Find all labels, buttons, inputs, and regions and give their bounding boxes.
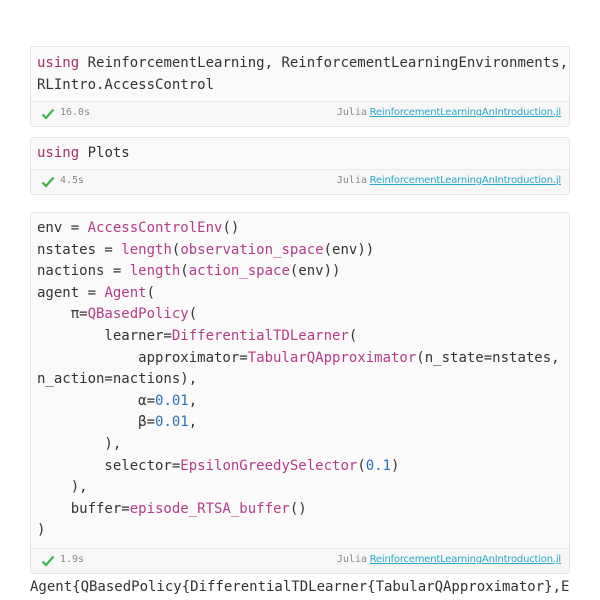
checkmark-icon xyxy=(41,176,55,188)
checkmark-icon xyxy=(41,108,55,120)
cell-footer: 1.9s Julia ReinforcementLearningAnIntrod… xyxy=(31,547,569,573)
cell-footer: 4.5s Julia ReinforcementLearningAnIntrod… xyxy=(31,168,569,194)
cell-time: 4.5s xyxy=(60,174,85,186)
cell-language: Julia xyxy=(336,107,367,119)
cell-output: Agent{QBasedPolicy{DifferentialTDLearner… xyxy=(30,579,570,595)
cell-time: 16.0s xyxy=(60,107,91,119)
checkmark-icon xyxy=(41,555,55,567)
code-cell-1[interactable]: using ReinforcementLearning, Reinforceme… xyxy=(30,46,570,128)
cell-language: Julia xyxy=(336,553,367,565)
cell-time: 1.9s xyxy=(60,553,85,565)
notebook-link[interactable]: ReinforcementLearningAnIntroduction.jl xyxy=(369,553,562,565)
cell-code[interactable]: using ReinforcementLearning, Reinforceme… xyxy=(31,47,569,102)
code-cell-2[interactable]: using Plots 4.5s Julia ReinforcementLear… xyxy=(30,137,570,195)
cell-code[interactable]: env = AccessControlEnv() nstates = lengt… xyxy=(31,213,569,548)
cell-footer: 16.0s Julia ReinforcementLearningAnIntro… xyxy=(31,101,569,127)
cell-code[interactable]: using Plots xyxy=(31,138,569,169)
notebook-link[interactable]: ReinforcementLearningAnIntroduction.jl xyxy=(369,107,562,119)
code-cell-3[interactable]: env = AccessControlEnv() nstates = lengt… xyxy=(30,212,570,574)
cell-language: Julia xyxy=(336,174,367,186)
notebook-link[interactable]: ReinforcementLearningAnIntroduction.jl xyxy=(369,174,562,186)
